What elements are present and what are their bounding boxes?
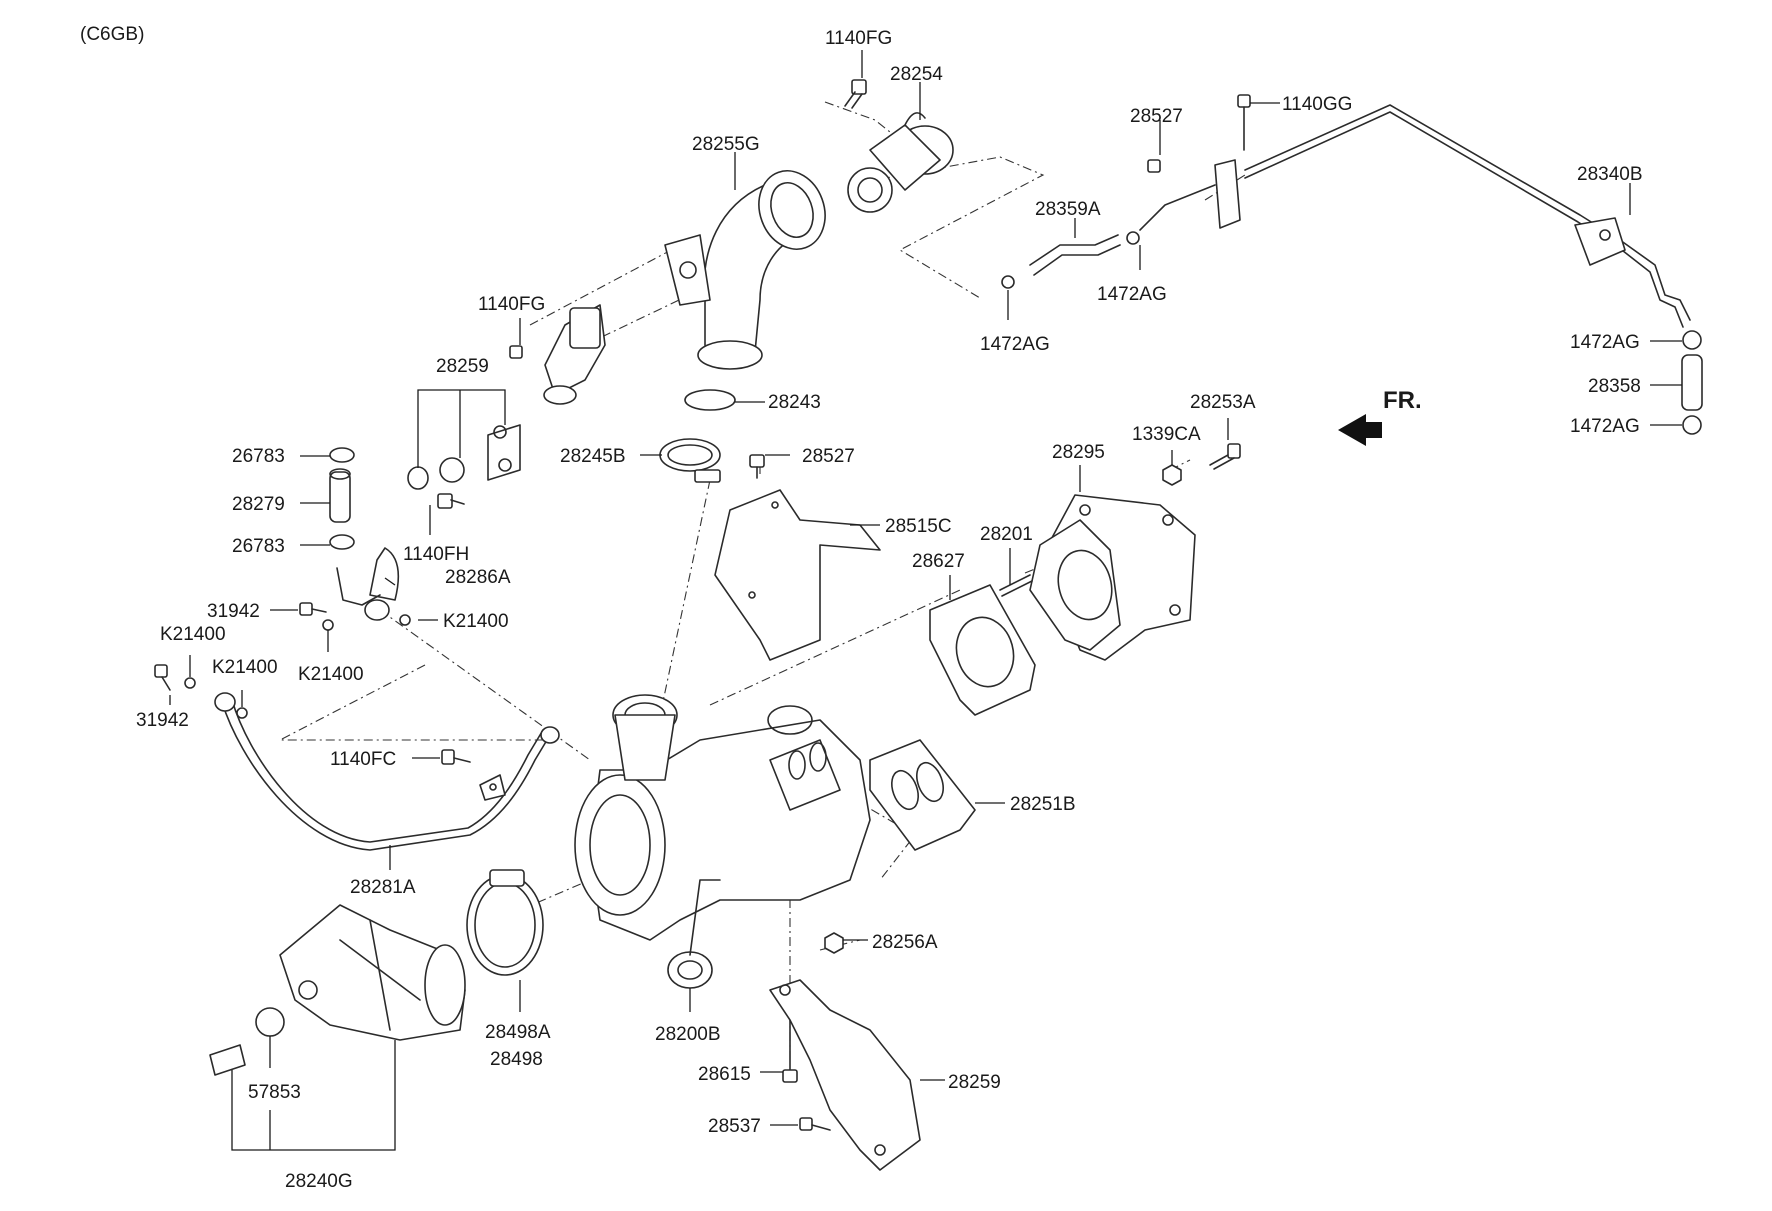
nut-1339ca-part bbox=[1162, 464, 1182, 486]
bolt-28253a-part bbox=[1209, 443, 1241, 470]
model-code: (C6GB) bbox=[80, 24, 144, 45]
front-direction-label: FR. bbox=[1383, 387, 1422, 414]
bolt-1140fc-part bbox=[441, 749, 471, 765]
label-28253a: 28253A bbox=[1190, 392, 1256, 413]
clamp-1472ag-r1-part bbox=[1682, 330, 1702, 350]
nut-28256a-part bbox=[824, 932, 844, 954]
gasket-28243-part bbox=[684, 389, 736, 411]
washer-k21400-d-part bbox=[236, 707, 248, 719]
part-labels: 1140FG 28254 1140GG 28527 28255G 28340B … bbox=[136, 28, 1643, 1192]
intake-hose-28240g-part bbox=[279, 904, 466, 1041]
label-1472ag-r2: 1472AG bbox=[1570, 416, 1640, 437]
vacuum-pipe-28340b-part bbox=[1244, 104, 1691, 328]
bolt-31942-a-part bbox=[299, 602, 327, 616]
label-28498a: 28498A bbox=[485, 1022, 551, 1043]
gasket-28627-part bbox=[929, 584, 1036, 716]
exhaust-elbow-28295-part bbox=[1029, 494, 1196, 661]
stud-28201-part bbox=[999, 574, 1033, 597]
label-1140fh: 1140FH bbox=[403, 544, 469, 565]
clamp-26783-b-part bbox=[329, 534, 355, 550]
clamp-1472ag-left-part bbox=[1001, 275, 1015, 289]
label-1140fg-top: 1140FG bbox=[825, 28, 892, 49]
label-1339ca: 1339CA bbox=[1132, 424, 1201, 445]
oil-feed-line-28281a-part bbox=[214, 692, 560, 851]
label-28254: 28254 bbox=[890, 64, 943, 85]
label-28498: 28498 bbox=[490, 1049, 543, 1070]
label-28537: 28537 bbox=[708, 1116, 761, 1137]
label-31942-b: 31942 bbox=[136, 710, 189, 731]
label-28286a: 28286A bbox=[445, 567, 511, 588]
label-31942-a: 31942 bbox=[207, 601, 260, 622]
bolt-1140fg-mid-part bbox=[509, 345, 523, 359]
label-28281a: 28281A bbox=[350, 877, 416, 898]
label-1140fc: 1140FC bbox=[330, 749, 396, 770]
label-28359a: 28359A bbox=[1035, 199, 1101, 220]
bracket-28259-top-part bbox=[407, 424, 521, 490]
label-28515c: 28515C bbox=[885, 516, 952, 537]
leader-lines bbox=[169, 50, 1682, 1151]
label-1472ag-r1: 1472AG bbox=[1570, 332, 1640, 353]
heat-shield-28515c-part bbox=[714, 489, 881, 661]
label-26783-b: 26783 bbox=[232, 536, 285, 557]
label-28259-bottom: 28259 bbox=[948, 1072, 1001, 1093]
bolt-28527-top-part bbox=[1147, 159, 1161, 173]
intake-pipe-28255g-part bbox=[664, 170, 826, 370]
label-k21400-c: K21400 bbox=[212, 657, 278, 678]
clamp-1472ag-r2-part bbox=[1682, 415, 1702, 435]
label-1140fg-mid: 1140FG bbox=[478, 294, 545, 315]
small-line-part bbox=[1139, 184, 1216, 231]
label-k21400-b: K21400 bbox=[160, 624, 226, 645]
label-26783-a: 26783 bbox=[232, 446, 285, 467]
label-1140gg: 1140GG bbox=[1282, 94, 1352, 115]
bolt-1140fh-part bbox=[437, 493, 465, 509]
bracket-1140gg-part bbox=[1214, 94, 1251, 229]
label-28527-mid: 28527 bbox=[802, 446, 855, 467]
bolt-28537-part bbox=[799, 1117, 831, 1131]
label-28255g: 28255G bbox=[692, 134, 760, 155]
oil-return-elbow-part bbox=[543, 304, 606, 405]
label-28200b: 28200B bbox=[655, 1024, 721, 1045]
bolt-31942-b-part bbox=[154, 664, 171, 691]
clamp-26783-a-part bbox=[329, 447, 355, 463]
hose-28358-part bbox=[1681, 354, 1703, 411]
label-k21400-d: K21400 bbox=[298, 664, 364, 685]
actuator-28254-part bbox=[847, 112, 954, 213]
washer-k21400-c-part bbox=[184, 677, 196, 689]
clamp-1472ag-mid-part bbox=[1126, 231, 1140, 245]
bolt-1140fg-top-part bbox=[844, 79, 867, 109]
washer-k21400-a-part bbox=[322, 619, 334, 631]
label-28340b: 28340B bbox=[1577, 164, 1643, 185]
oil-line-28286a-part bbox=[336, 547, 400, 621]
turbocharger-28200b-part bbox=[574, 694, 871, 989]
hose-28359a-part bbox=[1029, 234, 1121, 276]
label-28256a: 28256A bbox=[872, 932, 938, 953]
bolt-28527-mid-part bbox=[749, 454, 765, 479]
label-28245b: 28245B bbox=[560, 446, 626, 467]
label-28240g: 28240G bbox=[285, 1171, 353, 1192]
label-1472ag-left: 1472AG bbox=[980, 334, 1050, 355]
label-28627: 28627 bbox=[912, 551, 965, 572]
bolt-28615-part bbox=[782, 1019, 798, 1083]
label-57853: 57853 bbox=[248, 1082, 301, 1103]
bracket-28259-bottom-part bbox=[769, 979, 921, 1171]
gasket-28251b-part bbox=[869, 739, 976, 851]
label-28279: 28279 bbox=[232, 494, 285, 515]
label-28358: 28358 bbox=[1588, 376, 1641, 397]
label-28243: 28243 bbox=[768, 392, 821, 413]
label-28295: 28295 bbox=[1052, 442, 1105, 463]
hose-clamp-28498a-part bbox=[466, 869, 544, 976]
label-28201: 28201 bbox=[980, 524, 1033, 545]
clamp-57853-part bbox=[209, 1007, 285, 1076]
label-28251b: 28251B bbox=[1010, 794, 1076, 815]
clamp-28245b-part bbox=[659, 438, 721, 483]
hose-28279-part bbox=[329, 468, 351, 523]
label-28259-top: 28259 bbox=[436, 356, 489, 377]
washer-k21400-b-part bbox=[399, 614, 411, 626]
label-1472ag-mid: 1472AG bbox=[1097, 284, 1167, 305]
label-28527-top: 28527 bbox=[1130, 106, 1183, 127]
front-direction-arrow-icon bbox=[1338, 414, 1382, 446]
label-28615: 28615 bbox=[698, 1064, 751, 1085]
label-k21400-a: K21400 bbox=[443, 611, 509, 632]
